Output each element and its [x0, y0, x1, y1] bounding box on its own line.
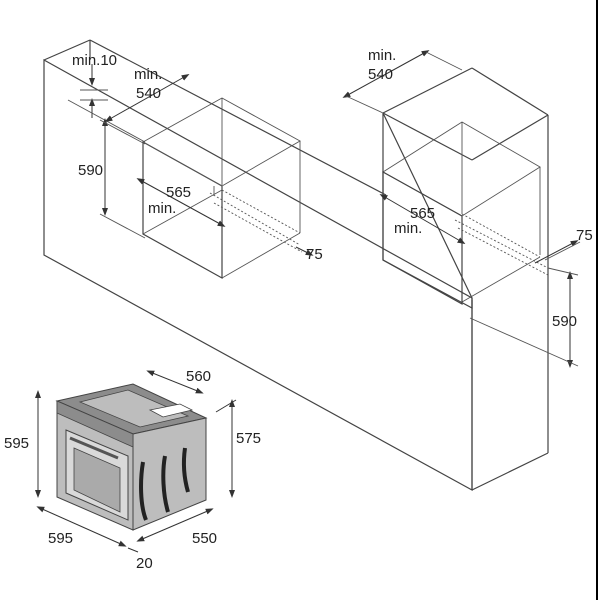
dim-oven	[35, 370, 237, 553]
label-left-min-depth: min.	[148, 200, 176, 217]
label-left-75: 75	[306, 246, 323, 263]
dim-left-590	[99, 118, 146, 239]
label-right-75: 75	[576, 227, 593, 244]
dim-right-590	[469, 267, 579, 368]
label-right-min-depth: min.	[394, 220, 422, 237]
label-oven-560: 560	[186, 368, 211, 385]
label-right-590: 590	[552, 313, 577, 330]
label-oven-20: 20	[136, 555, 153, 572]
label-left-min: min.	[134, 66, 162, 83]
label-right-540: 540	[368, 66, 393, 83]
label-oven-575: 575	[236, 430, 261, 447]
right-niche	[382, 121, 549, 306]
label-left-540: 540	[136, 85, 161, 102]
label-right-565: 565	[410, 205, 435, 222]
label-left-565: 565	[166, 184, 191, 201]
label-oven-595-width: 595	[48, 530, 73, 547]
label-oven-595-height: 595	[4, 435, 29, 452]
label-right-min: min.	[368, 47, 396, 64]
dim-right-540	[342, 50, 463, 114]
label-min10: min.10	[72, 52, 117, 69]
label-left-590: 590	[78, 162, 103, 179]
dim-left-75	[295, 246, 314, 256]
right-cabinet-outline	[382, 67, 549, 491]
right-edge-border	[596, 0, 598, 600]
oven-drawing	[55, 383, 208, 531]
dim-left-540	[104, 74, 190, 122]
dim-right-565	[379, 193, 466, 245]
label-oven-550: 550	[192, 530, 217, 547]
dim-left-565	[136, 178, 226, 227]
dim-right-75	[534, 240, 581, 264]
